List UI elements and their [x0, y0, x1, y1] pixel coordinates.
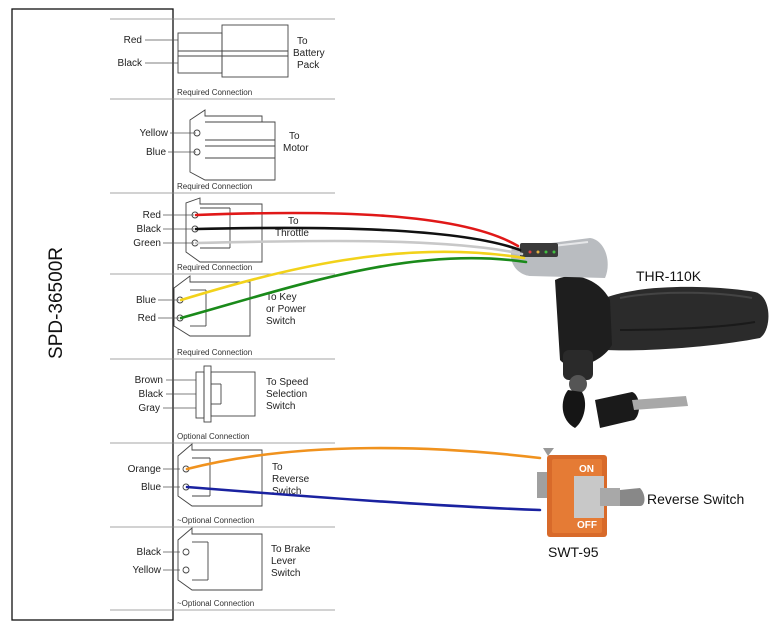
wire-orange-reverse [185, 446, 542, 471]
wire-label-brown: Brown [135, 375, 163, 386]
reverse-toggle-switch-illustration: ON OFF [537, 448, 645, 537]
wire-blue-reverse [185, 485, 542, 512]
motor-connector [189, 109, 276, 181]
battery-connector [177, 24, 289, 78]
wire-label-black: Black [137, 547, 162, 558]
key-dest-line-1: To Key [266, 292, 297, 303]
section-key-switch: Blue Red To Key or Power Switch Required… [136, 275, 307, 357]
key-dest-line-3: Switch [266, 316, 295, 327]
wire-green-key [179, 256, 528, 320]
speed-dest-line-3: Switch [266, 401, 295, 412]
speed-dest-line-1: To Speed [266, 377, 308, 388]
section-brake: Black Yellow To Brake Lever Switch ~Opti… [132, 527, 311, 608]
wire-label-red: Red [124, 35, 142, 46]
section-motor: Yellow Blue To Motor Required Connection [139, 109, 309, 191]
controller-model-label: SPD-36500R [46, 247, 67, 359]
wire-label-black: Black [139, 389, 164, 400]
wire-label-yellow: Yellow [139, 128, 168, 139]
wire-label-black: Black [118, 58, 143, 69]
wire-label-green: Green [133, 238, 161, 249]
switch-off-text: OFF [577, 520, 597, 531]
wire-label-red: Red [143, 210, 161, 221]
throttle-connection-note: Required Connection [177, 263, 252, 272]
brake-dest-line-2: Lever [271, 556, 297, 567]
throttle-grip-illustration [510, 238, 769, 428]
section-throttle: Red Black Green To Throttle Required Con… [133, 197, 309, 272]
wire-label-blue: Blue [136, 295, 156, 306]
wire-label-black: Black [137, 224, 162, 235]
key-connection-note: Required Connection [177, 348, 252, 357]
wire-red-throttle [194, 211, 520, 248]
key-switch-connector [173, 275, 251, 337]
reverse-part-model: SWT-95 [548, 544, 599, 560]
reverse-switch-label: Reverse Switch [647, 491, 744, 507]
speed-switch-connector [195, 365, 256, 423]
key-dest-line-2: or Power [266, 304, 307, 315]
throttle-dest-line-1: To [288, 216, 299, 227]
section-reverse: Orange Blue To Reverse Switch ~Optional … [128, 443, 310, 525]
controller-box [11, 8, 174, 621]
wire-yellow-key [179, 250, 526, 302]
battery-dest-line-2: Battery [293, 48, 325, 59]
motor-connection-note: Required Connection [177, 182, 252, 191]
battery-dest-line-1: To [297, 36, 308, 47]
wire-label-yellow: Yellow [132, 565, 161, 576]
throttle-part-model: THR-110K [636, 268, 702, 284]
motor-dest-line-1: To [289, 131, 300, 142]
motor-dest-line-2: Motor [283, 143, 309, 154]
brake-connection-note: ~Optional Connection [177, 599, 254, 608]
reverse-switch-connector [177, 443, 263, 507]
speed-dest-line-2: Selection [266, 389, 307, 400]
reverse-dest-line-1: To [272, 462, 283, 473]
brake-dest-line-1: To Brake [271, 544, 311, 555]
section-speed-selection: Brown Black Gray To Speed Selection Swit… [135, 365, 308, 441]
wire-label-blue: Blue [141, 482, 161, 493]
brake-dest-line-3: Switch [271, 568, 300, 579]
section-battery: Red Black To Battery Pack Required Conne… [118, 24, 325, 97]
battery-dest-line-3: Pack [297, 60, 320, 71]
colored-wires [179, 211, 542, 512]
wire-label-red: Red [138, 313, 156, 324]
wire-label-orange: Orange [128, 464, 162, 475]
reverse-dest-line-2: Reverse [272, 474, 310, 485]
reverse-dest-line-3: Switch [272, 486, 301, 497]
speed-connection-note: Optional Connection [177, 432, 250, 441]
switch-on-text: ON [579, 464, 594, 475]
brake-switch-connector [177, 527, 263, 591]
wire-gray-throttle [194, 239, 524, 256]
battery-connection-note: Required Connection [177, 88, 252, 97]
throttle-dest-line-2: Throttle [275, 228, 309, 239]
section-dividers [110, 18, 335, 611]
wire-label-blue: Blue [146, 147, 166, 158]
reverse-connection-note: ~Optional Connection [177, 516, 254, 525]
wire-label-gray: Gray [138, 403, 160, 414]
wire-black-throttle [194, 226, 522, 252]
